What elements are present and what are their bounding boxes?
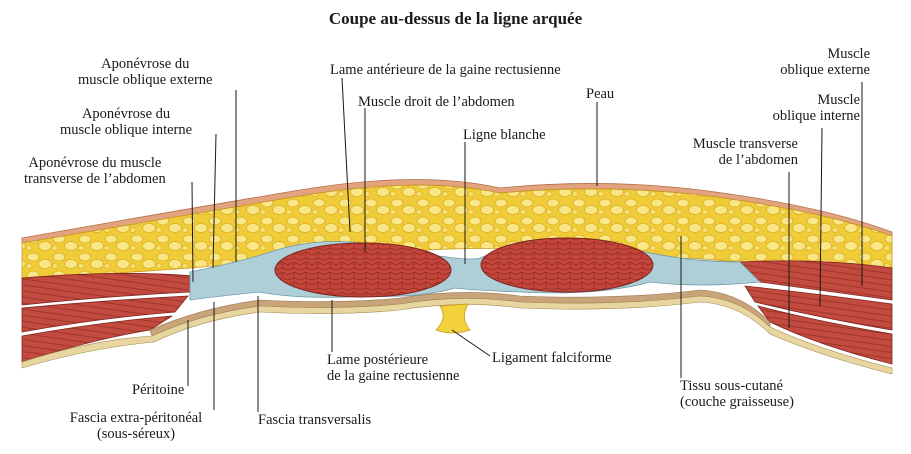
leader-muscle-oblique-interne <box>819 127 823 307</box>
label-lame-anterieure: Lame antérieure de la gaine rectusienne <box>330 62 561 78</box>
diagram-title: Coupe au-dessus de la ligne arquée <box>328 9 583 28</box>
left-transversus <box>21 315 173 363</box>
right-transversus <box>756 305 893 365</box>
label-ligament-falciforme: Ligament falciforme <box>492 350 612 366</box>
label-peau: Peau <box>586 86 615 102</box>
label-tissu-sous-cutane: Tissu sous-cutané(couche graisseuse) <box>680 378 794 410</box>
label-ligne-blanche: Ligne blanche <box>463 127 546 143</box>
left-rectus-muscle <box>274 242 452 298</box>
leader-apon-transverse <box>191 181 194 283</box>
label-fascia-transversalis: Fascia transversalis <box>258 412 372 428</box>
falciform-ligament <box>435 303 471 334</box>
leader-apon-oblique-interne <box>212 133 217 269</box>
label-peritoine: Péritoine <box>132 382 185 398</box>
label-muscle-droit: Muscle droit de l’abdomen <box>358 94 515 110</box>
right-rectus-muscle <box>480 237 654 293</box>
right-external-oblique <box>739 260 893 301</box>
leader-lines <box>187 77 863 412</box>
left-internal-oblique <box>21 295 189 333</box>
leader-lame-anterieure <box>341 77 351 233</box>
label-fascia-extra-peritoneal: Fascia extra-péritonéal(sous-séreux) <box>69 410 203 442</box>
leader-ligament-falciforme <box>451 329 491 357</box>
right-internal-oblique <box>744 285 893 331</box>
extraperitoneal-layer <box>21 295 893 375</box>
